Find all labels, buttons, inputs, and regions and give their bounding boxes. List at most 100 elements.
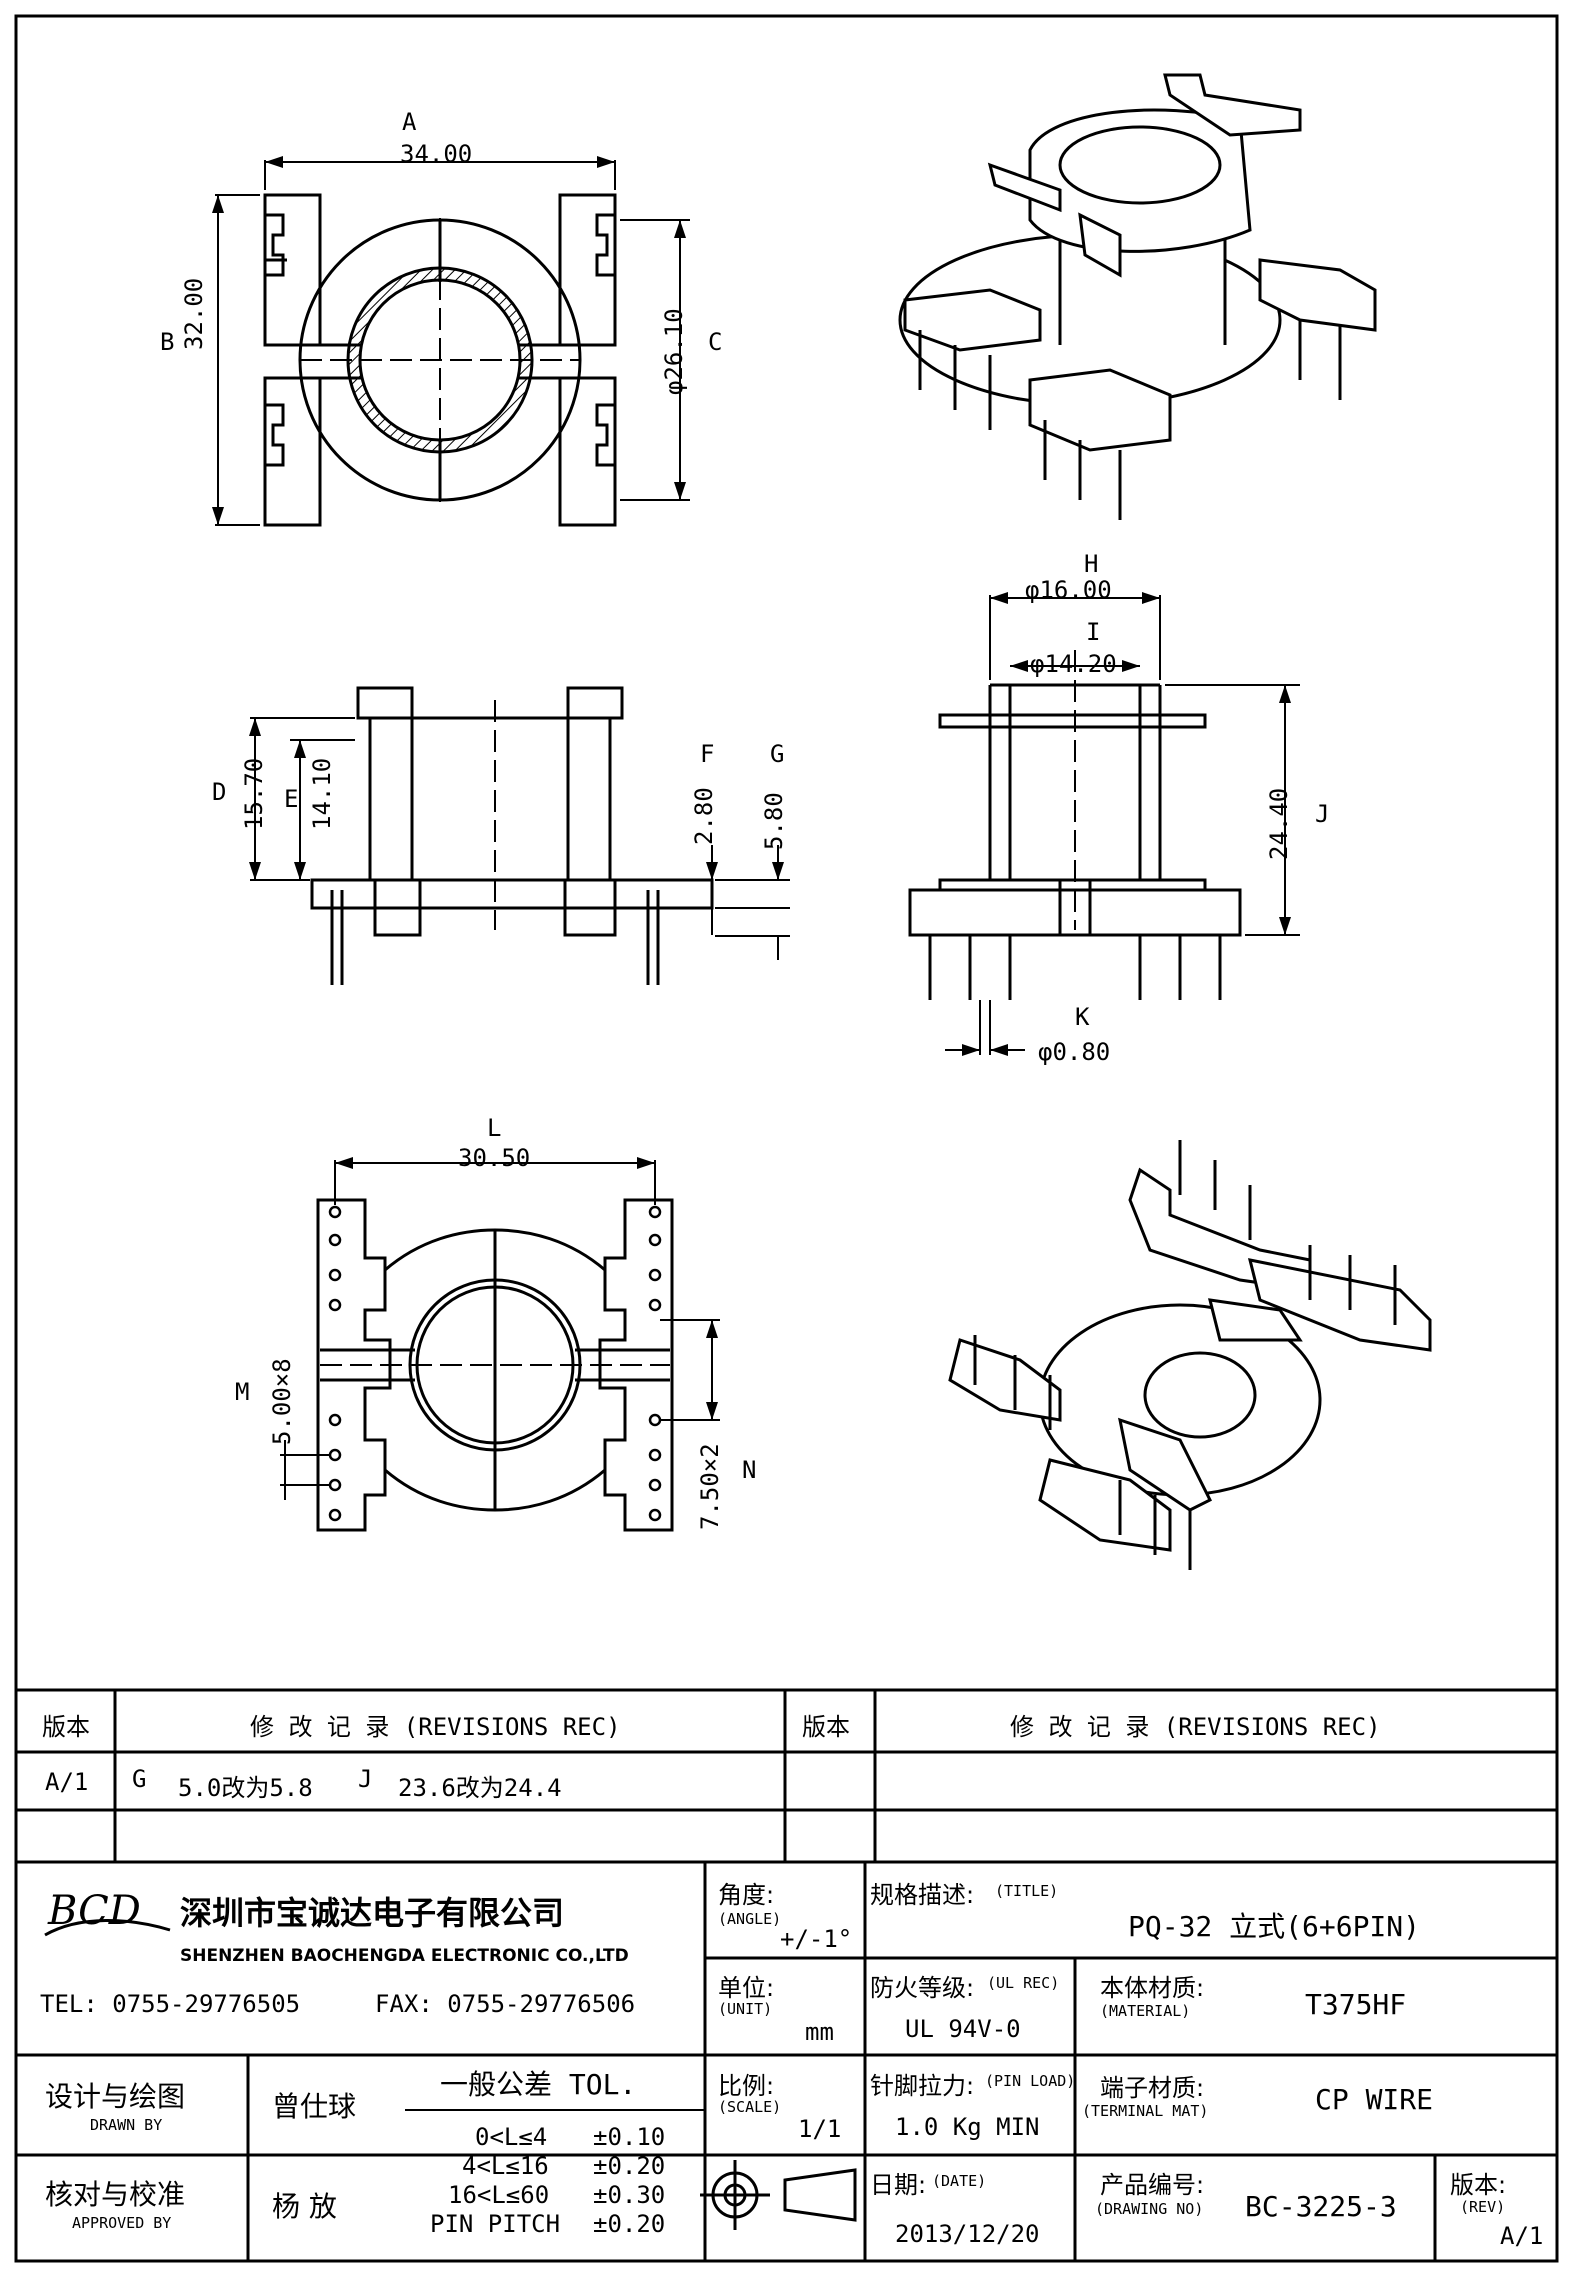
tol-range-3: 16<L≤60 [448, 2181, 550, 2209]
dim-a-value: 34.00 [400, 140, 473, 168]
rev-row1-text-2: 23.6改为24.4 [398, 1774, 562, 1802]
dim-b-value: 32.00 [180, 277, 208, 350]
drawing-label-en: (DRAWING NO) [1095, 2200, 1204, 2218]
scale-label: 比例: [718, 2072, 775, 2100]
iso-view-upper [898, 73, 1377, 520]
title-block-lines [16, 1860, 1557, 2261]
top-view-dims [212, 156, 690, 526]
rev-row1-version: A/1 [45, 1768, 89, 1796]
title-label-en: (TITLE) [995, 1882, 1059, 1900]
dim-letter-d: D [212, 778, 227, 806]
rev-value: A/1 [1500, 2222, 1544, 2250]
front-view [310, 686, 714, 985]
material-label-en: (MATERIAL) [1100, 2002, 1191, 2020]
dim-i-value: φ14.20 [1030, 650, 1117, 678]
tol-value-1: ±0.10 [593, 2123, 666, 2151]
date-label: 日期: [870, 2171, 927, 2199]
dim-letter-m: M [235, 1378, 250, 1406]
date-value: 2013/12/20 [895, 2220, 1040, 2248]
drawn-value: 曾仕球 [272, 2090, 357, 2123]
company-logo-icon [44, 1919, 171, 1937]
rev-label-en: (REV) [1460, 2198, 1506, 2216]
company-fax: FAX: 0755-29776506 [375, 1990, 636, 2018]
dim-k-value: φ0.80 [1038, 1038, 1111, 1066]
tol-value-3: ±0.30 [593, 2181, 666, 2209]
rev-header-record-2: 修 改 记 录 (REVISIONS REC) [1010, 1713, 1381, 1741]
ul-value: UL 94V-0 [905, 2015, 1021, 2043]
dim-f-value: 2.80 [690, 787, 718, 845]
material-label: 本体材质: [1100, 1974, 1205, 2002]
approved-value: 杨 放 [272, 2190, 337, 2223]
dim-m-value: 5.00×8 [268, 1358, 296, 1445]
tol-range-4: PIN PITCH [430, 2210, 561, 2238]
top-view [263, 193, 617, 527]
title-label: 规格描述: [870, 1881, 975, 1909]
projection-symbol-icon [700, 2160, 857, 2230]
company-name-cn: 深圳市宝诚达电子有限公司 [180, 1894, 565, 1932]
unit-label-en: (UNIT) [718, 2000, 773, 2018]
pinload-label: 针脚拉力: [870, 2072, 975, 2100]
dim-letter-k: K [1075, 1003, 1090, 1031]
terminal-label: 端子材质: [1100, 2074, 1205, 2102]
side-view-dims [945, 592, 1300, 1056]
dim-j-value: 24.40 [1265, 787, 1293, 860]
rev-header-version-2: 版本 [802, 1713, 850, 1741]
rev-header-record: 修 改 记 录 (REVISIONS REC) [250, 1713, 621, 1741]
pinload-value: 1.0 Kg MIN [895, 2113, 1040, 2141]
dim-letter-l: L [487, 1114, 502, 1142]
date-label-en: (DATE) [932, 2172, 987, 2190]
dim-letter-f: F [700, 740, 715, 768]
dim-l-value: 30.50 [458, 1144, 531, 1172]
material-value: T375HF [1305, 1988, 1407, 2021]
dim-e-value: 14.10 [308, 757, 336, 830]
title-value: PQ-32 立式(6+6PIN) [1128, 1910, 1421, 1943]
scale-label-en: (SCALE) [718, 2098, 782, 2116]
rev-label: 版本: [1450, 2171, 1507, 2199]
terminal-label-en: (TERMINAL MAT) [1082, 2102, 1209, 2120]
rev-row1-text-1: 5.0改为5.8 [178, 1774, 313, 1802]
drawing-label: 产品编号: [1100, 2171, 1205, 2199]
rev-header-version: 版本 [42, 1713, 90, 1741]
pinload-label-en: (PIN LOAD) [985, 2072, 1076, 2090]
front-view-dims [249, 717, 790, 960]
dim-letter-n: N [742, 1456, 757, 1484]
rev-row1-ref-g: G [132, 1765, 147, 1793]
ul-label: 防火等级: [870, 1974, 975, 2002]
sheet-border [14, 14, 1559, 2263]
dim-h-value: φ16.00 [1025, 576, 1112, 604]
ul-label-en: (UL REC) [987, 1974, 1060, 1992]
drawing-value: BC-3225-3 [1245, 2190, 1397, 2223]
dim-letter-g: G [770, 740, 785, 768]
dim-letter-c: C [708, 328, 723, 356]
dim-n-value: 7.50×2 [696, 1443, 724, 1530]
dim-letter-e: E [284, 785, 299, 813]
tol-range-2: 4<L≤16 [462, 2152, 549, 2180]
dim-letter-h: H [1084, 550, 1099, 578]
dim-letter-a: A [402, 108, 417, 136]
tol-title: 一般公差 TOL. [440, 2068, 637, 2101]
side-view [908, 650, 1242, 1000]
iso-view-lower [948, 1140, 1432, 1570]
bottom-view [316, 1198, 674, 1532]
dim-letter-j: J [1315, 800, 1330, 828]
terminal-value: CP WIRE [1315, 2083, 1434, 2116]
dim-letter-b: B [160, 328, 175, 356]
dim-c-value: φ26.10 [660, 308, 688, 395]
angle-label: 角度: [718, 1881, 775, 1909]
drawn-label: 设计与绘图 [45, 2080, 186, 2113]
drawn-label-en: DRAWN BY [90, 2116, 163, 2134]
rev-row1-ref-j: J [358, 1765, 373, 1793]
dim-d-value: 15.70 [240, 757, 268, 830]
dim-g-value: 5.80 [760, 792, 788, 850]
company-tel: TEL: 0755-29776505 [40, 1990, 301, 2018]
approved-label: 核对与校准 [45, 2178, 186, 2211]
scale-value: 1/1 [798, 2115, 842, 2143]
angle-label-en: (ANGLE) [718, 1910, 782, 1928]
company-logo: BCD [48, 1888, 141, 1934]
dim-letter-i: I [1086, 618, 1101, 646]
tol-value-2: ±0.20 [593, 2152, 666, 2180]
bottom-view-dims [280, 1157, 720, 1500]
company-name-en: SHENZHEN BAOCHENGDA ELECTRONIC CO.,LTD [180, 1946, 629, 1966]
unit-value: mm [805, 2018, 834, 2046]
